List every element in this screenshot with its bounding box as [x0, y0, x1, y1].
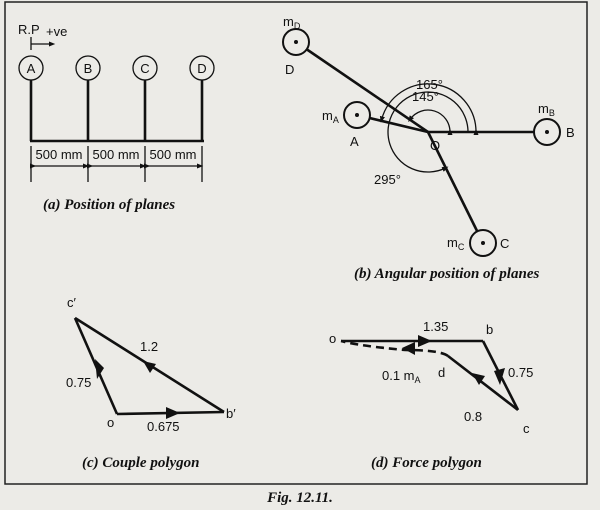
closing-side-d-o	[340, 339, 449, 358]
angle-label-165: 165°	[416, 77, 443, 92]
center-o-label: O	[430, 138, 440, 153]
mass-c: mC C	[447, 229, 509, 257]
svg-text:A: A	[27, 61, 36, 76]
angle-arc-295	[387, 91, 469, 173]
vertex-c: c	[523, 421, 530, 436]
angle-label-295: 295°	[374, 172, 401, 187]
side-label-1-35: 1.35	[423, 319, 448, 334]
svg-text:B: B	[84, 61, 93, 76]
svg-text:B: B	[566, 125, 575, 140]
reference-plane-label: R.P	[18, 22, 40, 37]
angle-label-145: 145°	[412, 89, 439, 104]
closing-label: 0.1 mA	[382, 368, 421, 385]
side-c-d	[447, 354, 519, 412]
dimension-lines	[29, 146, 204, 182]
svg-text:mA: mA	[322, 108, 339, 125]
svg-text:mC: mC	[447, 235, 465, 252]
panel-b-angular-position: mD D mA A mB B mC C O 145° 165° 295° (b)…	[282, 14, 575, 282]
vertex-b: b	[486, 322, 493, 337]
spacing-cd: 500 mm	[150, 147, 197, 162]
plane-c: C	[132, 55, 158, 141]
spacing-ab: 500 mm	[36, 147, 83, 162]
side-label-0-8: 0.8	[464, 409, 482, 424]
vertex-o: o	[329, 331, 336, 346]
panel-d-force-polygon: o b c d 1.35 0.75 0.8 0.1 mA (d) Force p…	[329, 319, 533, 471]
mass-a: mA A	[322, 101, 371, 149]
panel-a-position-of-planes: R.P +ve A B C D	[18, 22, 215, 213]
arrow-o-b	[418, 335, 432, 347]
panel-c-caption: (c) Couple polygon	[82, 455, 200, 471]
angle-arc-165	[379, 83, 479, 136]
svg-text:C: C	[500, 236, 509, 251]
vertex-b-prime: b′	[226, 406, 236, 421]
svg-text:A: A	[350, 134, 359, 149]
plane-b: B	[75, 55, 101, 141]
mass-b: mB B	[533, 101, 575, 146]
arrow-o-b	[166, 407, 180, 419]
radius-c	[426, 131, 485, 244]
svg-text:mD: mD	[283, 14, 301, 31]
vertex-d: d	[438, 365, 445, 380]
panel-b-caption: (b) Angular position of planes	[354, 266, 539, 282]
vertex-o: o	[107, 415, 114, 430]
side-label-0-75: 0.75	[508, 365, 533, 380]
side-label-0-675: 0.675	[147, 419, 180, 434]
plane-a: A	[18, 55, 44, 141]
svg-text:mB: mB	[538, 101, 555, 118]
vertex-c-prime: c′	[67, 295, 77, 310]
side-label-1-2: 1.2	[140, 339, 158, 354]
panel-d-caption: (d) Force polygon	[371, 455, 482, 471]
spacing-bc: 500 mm	[93, 147, 140, 162]
svg-text:D: D	[197, 61, 206, 76]
positive-direction-label: +ve	[46, 24, 67, 39]
panel-a-caption: (a) Position of planes	[43, 197, 175, 213]
side-label-0-75: 0.75	[66, 375, 91, 390]
arrow-c-o	[95, 359, 104, 379]
figure-caption: Fig. 12.11.	[266, 490, 333, 506]
svg-text:C: C	[140, 61, 149, 76]
arrow-d-o	[402, 342, 415, 355]
arrow-b-c	[143, 361, 156, 373]
arrow-b-c	[494, 368, 505, 385]
panel-c-couple-polygon: c′ o b′ 0.75 0.675 1.2 (c) Couple polygo…	[66, 295, 236, 471]
svg-text:D: D	[285, 62, 294, 77]
figure-frame	[4, 1, 588, 485]
mass-d: mD D	[282, 14, 310, 77]
arrow-c-d	[472, 373, 485, 385]
plane-d: D	[189, 55, 215, 141]
